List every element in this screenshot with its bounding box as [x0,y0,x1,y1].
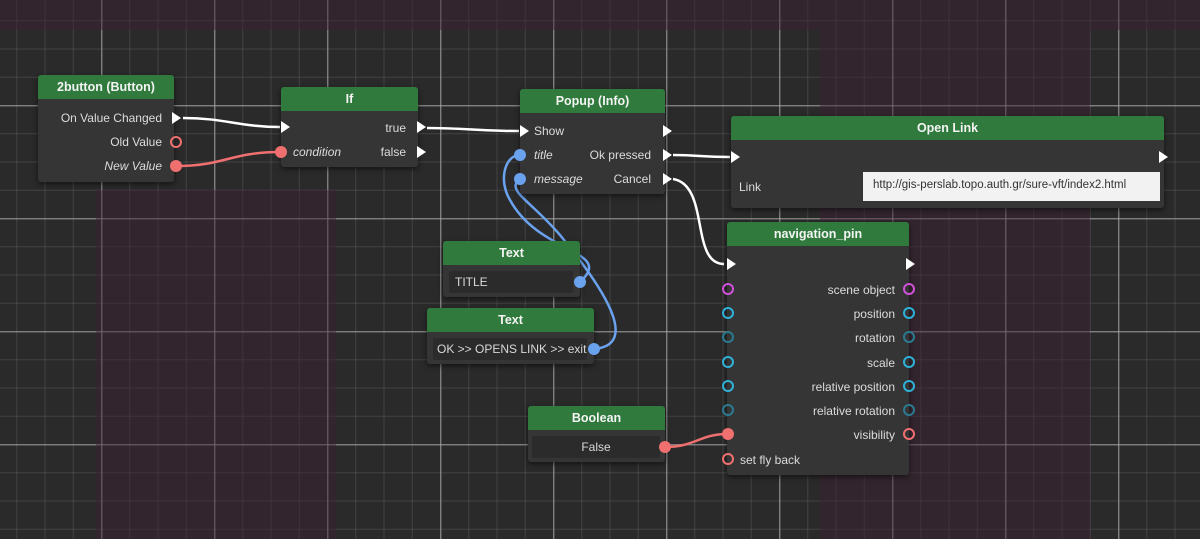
popup-node[interactable]: Popup (Info) Show title Ok pressed messa… [514,89,672,194]
boolean-value-field[interactable]: False [532,436,660,458]
bool-out-port[interactable] [170,160,182,172]
flow-out-port[interactable] [663,125,672,137]
bool-out-port[interactable] [170,136,182,148]
node-title: navigation_pin [727,222,909,246]
port-label-visibility: visibility [853,428,895,442]
link-input[interactable]: http://gis-perslab.topo.auth.gr/sure-vft… [863,172,1160,201]
text-message-node[interactable]: Text OK >> OPENS LINK >> exit [427,308,600,364]
link-label: Link [739,180,762,194]
node-title: Text [443,241,580,265]
string-out-port[interactable] [574,276,586,288]
port-label-on-value-changed: On Value Changed [60,111,162,125]
port-label-true: true [385,121,406,135]
node-title: If [281,87,418,111]
node-title: Popup (Info) [520,89,665,113]
node-title: 2button (Button) [38,75,174,99]
node-title: Text [427,308,594,332]
port-label-show: Show [534,124,565,138]
quat-in-port[interactable] [722,404,734,416]
flow-wire[interactable] [672,153,731,159]
port-label-relative-position: relative position [811,380,895,394]
open-link-node[interactable]: Open Link Link http://gis-perslab.topo.a… [731,116,1168,208]
object-in-port[interactable] [722,283,734,295]
port-label-old-value: Old Value [110,135,162,149]
bool-in-port[interactable] [722,453,734,465]
bool-wire[interactable] [664,432,728,449]
flow-in-port[interactable] [520,125,529,137]
if-node[interactable]: If true condition false [275,87,426,167]
object-out-port[interactable] [903,283,915,295]
port-label-position: position [853,307,895,321]
bool-wire[interactable] [175,150,282,168]
bool-out-port[interactable] [659,441,671,453]
flow-wire[interactable] [182,116,281,129]
flow-wire[interactable] [426,126,520,133]
background-panel [96,190,336,539]
flow-wire[interactable] [672,177,725,266]
string-in-port[interactable] [514,173,526,185]
vec3-in-port[interactable] [722,380,734,392]
navigation-pin-node[interactable]: navigation_pin scene object position rot… [722,222,915,475]
text-value-field[interactable]: TITLE [449,271,573,293]
string-out-port[interactable] [588,343,600,355]
flow-out-port[interactable] [906,258,915,270]
string-in-port[interactable] [514,149,526,161]
node-title: Boolean [528,406,665,430]
bool-in-port[interactable] [722,428,734,440]
port-label-set-fly-back: set fly back [740,453,801,467]
quat-out-port[interactable] [903,331,915,343]
port-label-scene-object: scene object [827,283,895,297]
flow-out-port[interactable] [663,173,672,185]
quat-in-port[interactable] [722,331,734,343]
flow-in-port[interactable] [727,258,736,270]
quat-out-port[interactable] [903,404,915,416]
bool-out-port[interactable] [903,428,915,440]
flow-out-port[interactable] [172,112,181,124]
string-wire[interactable] [502,153,591,283]
vec3-out-port[interactable] [903,380,915,392]
port-label-title: title [534,148,553,162]
vec3-out-port[interactable] [903,356,915,368]
flow-out-port[interactable] [417,146,426,158]
bool-in-port[interactable] [275,146,287,158]
port-label-rotation: rotation [854,331,895,345]
flow-out-port[interactable] [1159,151,1168,163]
vec3-in-port[interactable] [722,356,734,368]
port-label-condition: condition [293,145,342,159]
port-label-message: message [534,172,583,186]
port-label-new-value: New Value [104,159,162,173]
flow-out-port[interactable] [417,121,426,133]
button-node[interactable]: 2button (Button) On Value Changed Old Va… [38,75,182,182]
port-label-false: false [380,145,406,159]
node-title: Open Link [731,116,1164,140]
vec3-out-port[interactable] [903,307,915,319]
text-title-node[interactable]: Text TITLE [443,241,586,297]
port-label-cancel: Cancel [613,172,651,186]
flow-out-port[interactable] [663,149,672,161]
boolean-node[interactable]: Boolean False [528,406,671,462]
port-label-relative-rotation: relative rotation [812,404,895,418]
text-value-field[interactable]: OK >> OPENS LINK >> exit [433,338,587,360]
port-label-scale: scale [866,356,895,370]
background-panel [0,0,1200,30]
flow-in-port[interactable] [281,121,290,133]
flow-in-port[interactable] [731,151,740,163]
vec3-in-port[interactable] [722,307,734,319]
port-label-ok-pressed: Ok pressed [589,148,651,162]
